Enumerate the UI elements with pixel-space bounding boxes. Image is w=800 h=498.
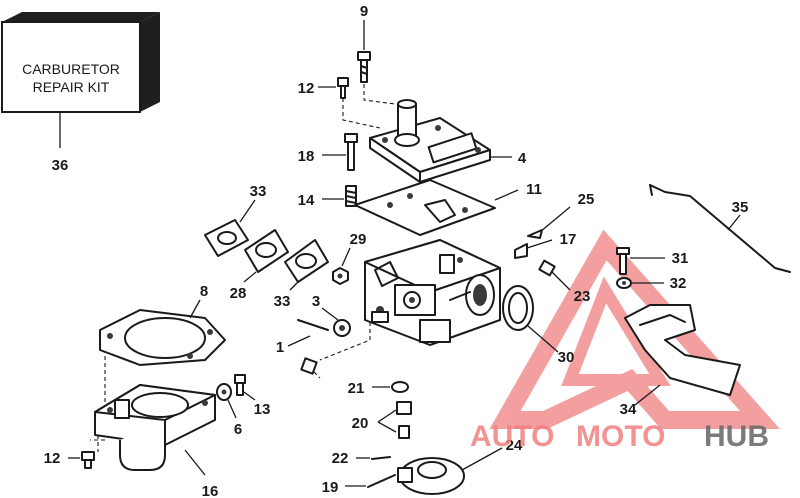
callout-18: 18 (298, 148, 315, 165)
gasket-33-left (204, 219, 249, 257)
gasket-33-right (284, 239, 329, 283)
washer-32 (616, 277, 632, 289)
callout-6: 6 (234, 421, 242, 438)
callout-12-top: 12 (298, 80, 315, 97)
screw-12-bottom (81, 451, 95, 469)
callout-19: 19 (322, 479, 339, 496)
callout-1: 1 (276, 339, 284, 356)
float-bowl-16 (94, 384, 216, 471)
callout-12-bottom: 12 (44, 450, 61, 467)
float-24 (397, 457, 465, 495)
clip-17 (514, 243, 528, 259)
callout-32: 32 (670, 275, 687, 292)
callout-29: 29 (350, 231, 367, 248)
shield-34 (624, 304, 741, 396)
watermark-text: AUTO MOTO HUB (470, 420, 769, 453)
kit-label-line1: CARBURETOR (22, 61, 120, 77)
kit-label-line2: REPAIR KIT (33, 79, 110, 95)
jets-20 (396, 401, 412, 439)
screw-9 (357, 51, 371, 83)
washer-6 (216, 383, 232, 401)
callout-8: 8 (200, 283, 208, 300)
callout-24: 24 (506, 437, 523, 454)
washer-3 (333, 319, 351, 337)
pin-19 (367, 474, 396, 488)
callout-28: 28 (230, 285, 247, 302)
pin-1 (297, 319, 329, 331)
watermark-auto: AUTO (470, 420, 554, 453)
callout-9: 9 (360, 3, 368, 20)
gasket-28 (244, 229, 289, 273)
callout-labels: 36 9 12 18 4 14 11 25 33 28 33 29 17 35 … (44, 3, 749, 498)
callout-14: 14 (298, 192, 315, 209)
watermark-hub: HUB (704, 420, 769, 453)
carburetor-body (364, 239, 501, 346)
fitting (300, 357, 318, 375)
callout-16: 16 (202, 483, 219, 498)
screw-31 (616, 247, 630, 275)
nut-29 (332, 267, 349, 285)
callout-17: 17 (560, 231, 577, 248)
watermark-moto: MOTO (576, 420, 665, 453)
callout-30: 30 (558, 349, 575, 366)
callout-20: 20 (352, 415, 369, 432)
callout-4: 4 (518, 150, 527, 167)
callout-33-top: 33 (250, 183, 267, 200)
callout-13: 13 (254, 401, 271, 418)
callout-22: 22 (332, 450, 349, 467)
callout-23: 23 (574, 288, 591, 305)
plug-23 (538, 259, 556, 277)
pin-22 (371, 456, 391, 460)
spring-14 (345, 185, 357, 207)
callout-21: 21 (348, 380, 365, 397)
callout-33-bottom: 33 (274, 293, 291, 310)
callout-25: 25 (578, 191, 595, 208)
screw-25 (527, 229, 543, 239)
screw-18 (344, 133, 358, 171)
carburetor-repair-kit-box: CARBURETOR REPAIR KIT (1, 12, 160, 113)
cover-plate-4 (369, 99, 491, 183)
seal-30 (502, 285, 534, 331)
callout-36: 36 (52, 157, 69, 174)
screw-13 (234, 374, 246, 396)
callout-11: 11 (526, 181, 542, 198)
screw-12-top (337, 77, 349, 99)
link-rod-35 (649, 184, 791, 273)
callout-34: 34 (620, 401, 637, 418)
callout-3: 3 (312, 293, 320, 310)
callout-35: 35 (732, 199, 749, 216)
washer-21 (391, 381, 409, 393)
gasket-11 (354, 179, 496, 236)
watermark-logo (489, 229, 780, 429)
callout-31: 31 (672, 250, 689, 267)
gasket-8 (99, 309, 226, 366)
